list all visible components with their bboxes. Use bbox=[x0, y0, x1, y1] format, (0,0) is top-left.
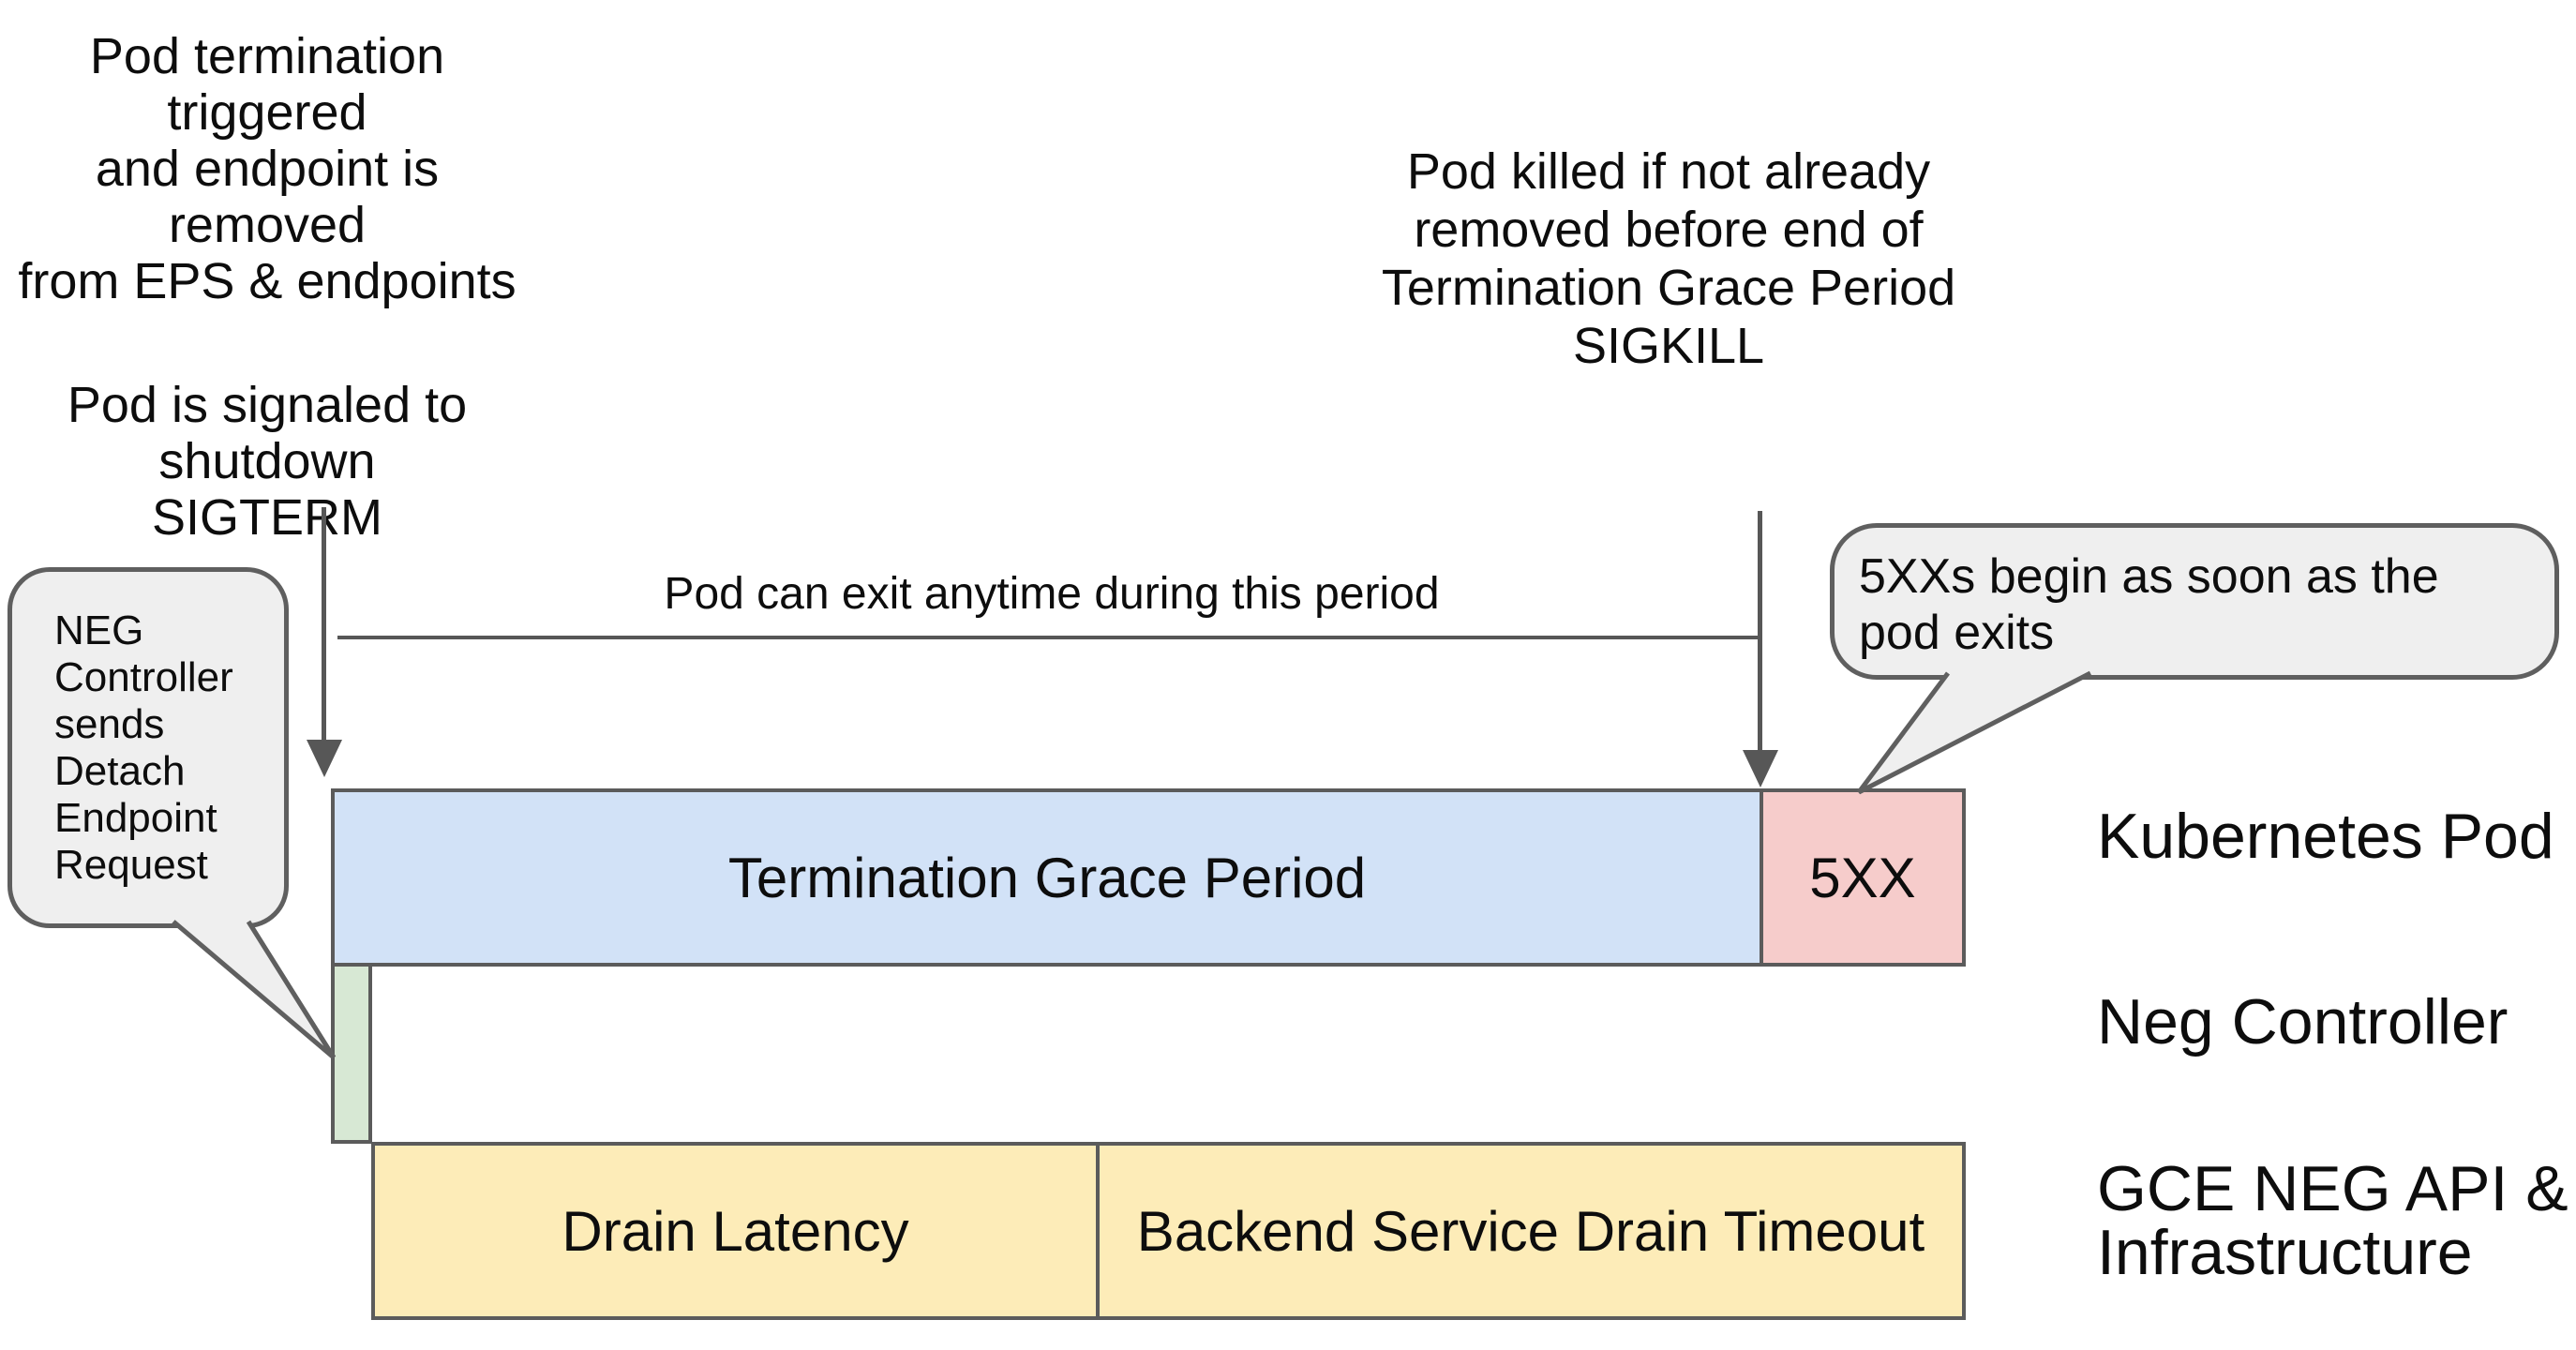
period-span-line bbox=[337, 636, 1760, 639]
backend-drain-timeout-cell: Backend Service Drain Timeout bbox=[1100, 1146, 1962, 1316]
backend-drain-timeout-label: Backend Service Drain Timeout bbox=[1136, 1199, 1925, 1263]
right-callout-bubble: 5XXs begin as soon as the pod exits bbox=[1830, 523, 2559, 680]
error-5xx-label: 5XX bbox=[1809, 846, 1916, 909]
callout-line: pod exits bbox=[1859, 606, 2055, 660]
left-callout-bubble: NEG Controller sends Detach Endpoint Req… bbox=[7, 567, 289, 928]
right-tail-edges bbox=[1856, 670, 2092, 795]
termination-grace-period-label: Termination Grace Period bbox=[727, 846, 1367, 909]
period-span-label: Pod can exit anytime during this period bbox=[664, 569, 1440, 619]
right-tail-fill bbox=[1859, 673, 2090, 792]
drain-latency-label: Drain Latency bbox=[562, 1199, 909, 1263]
termination-grace-period-bar: Termination Grace Period bbox=[331, 788, 1760, 967]
callout-line: NEG bbox=[54, 608, 144, 653]
row-label-gce-line2: Infrastructure bbox=[2097, 1217, 2473, 1288]
sigterm-arrowhead-icon bbox=[307, 740, 342, 777]
callout-line: sends bbox=[54, 701, 165, 747]
detach-request-bar bbox=[331, 963, 372, 1144]
annotation-line: Termination Grace Period bbox=[1381, 260, 1956, 316]
annotation-pod-termination: Pod termination triggered and endpoint i… bbox=[0, 28, 534, 546]
callout-line: Endpoint bbox=[54, 795, 217, 841]
callout-line: Controller bbox=[54, 654, 233, 700]
left-tail-fill bbox=[173, 922, 334, 1058]
row-label-kubernetes-pod: Kubernetes Pod bbox=[2097, 801, 2554, 872]
sigkill-arrow-line bbox=[1758, 511, 1762, 751]
row-label-neg-controller: Neg Controller bbox=[2097, 986, 2509, 1058]
error-5xx-bar: 5XX bbox=[1760, 788, 1966, 967]
annotation-line: from EPS & endpoints bbox=[18, 253, 517, 309]
row-label-gce-line1: GCE NEG API & bbox=[2097, 1153, 2569, 1224]
callout-line: Detach bbox=[54, 748, 186, 794]
callout-line: Request bbox=[54, 842, 208, 888]
annotation-line: and endpoint is removed bbox=[95, 141, 440, 253]
gce-drain-row: Drain Latency Backend Service Drain Time… bbox=[371, 1142, 1966, 1320]
callout-line: 5XXs begin as soon as the bbox=[1859, 549, 2439, 604]
sigkill-arrowhead-icon bbox=[1743, 750, 1778, 788]
annotation-line: SIGKILL bbox=[1572, 318, 1765, 374]
row-label-gce-neg-api: GCE NEG API & Infrastructure bbox=[2097, 1157, 2569, 1284]
annotation-line: Pod is signaled to shutdown bbox=[67, 377, 468, 489]
left-tail-edges bbox=[172, 920, 337, 1059]
annotation-line: Pod termination triggered bbox=[89, 28, 445, 141]
sigterm-arrow-line bbox=[322, 507, 326, 742]
annotation-line: SIGTERM bbox=[151, 489, 382, 546]
left-callout-tail-shape bbox=[167, 919, 337, 1059]
annotation-line: removed before end of bbox=[1414, 202, 1924, 258]
drain-latency-cell: Drain Latency bbox=[375, 1146, 1100, 1316]
annotation-line: Pod killed if not already bbox=[1406, 143, 1931, 200]
annotation-pod-killed: Pod killed if not already removed before… bbox=[1340, 142, 1997, 375]
